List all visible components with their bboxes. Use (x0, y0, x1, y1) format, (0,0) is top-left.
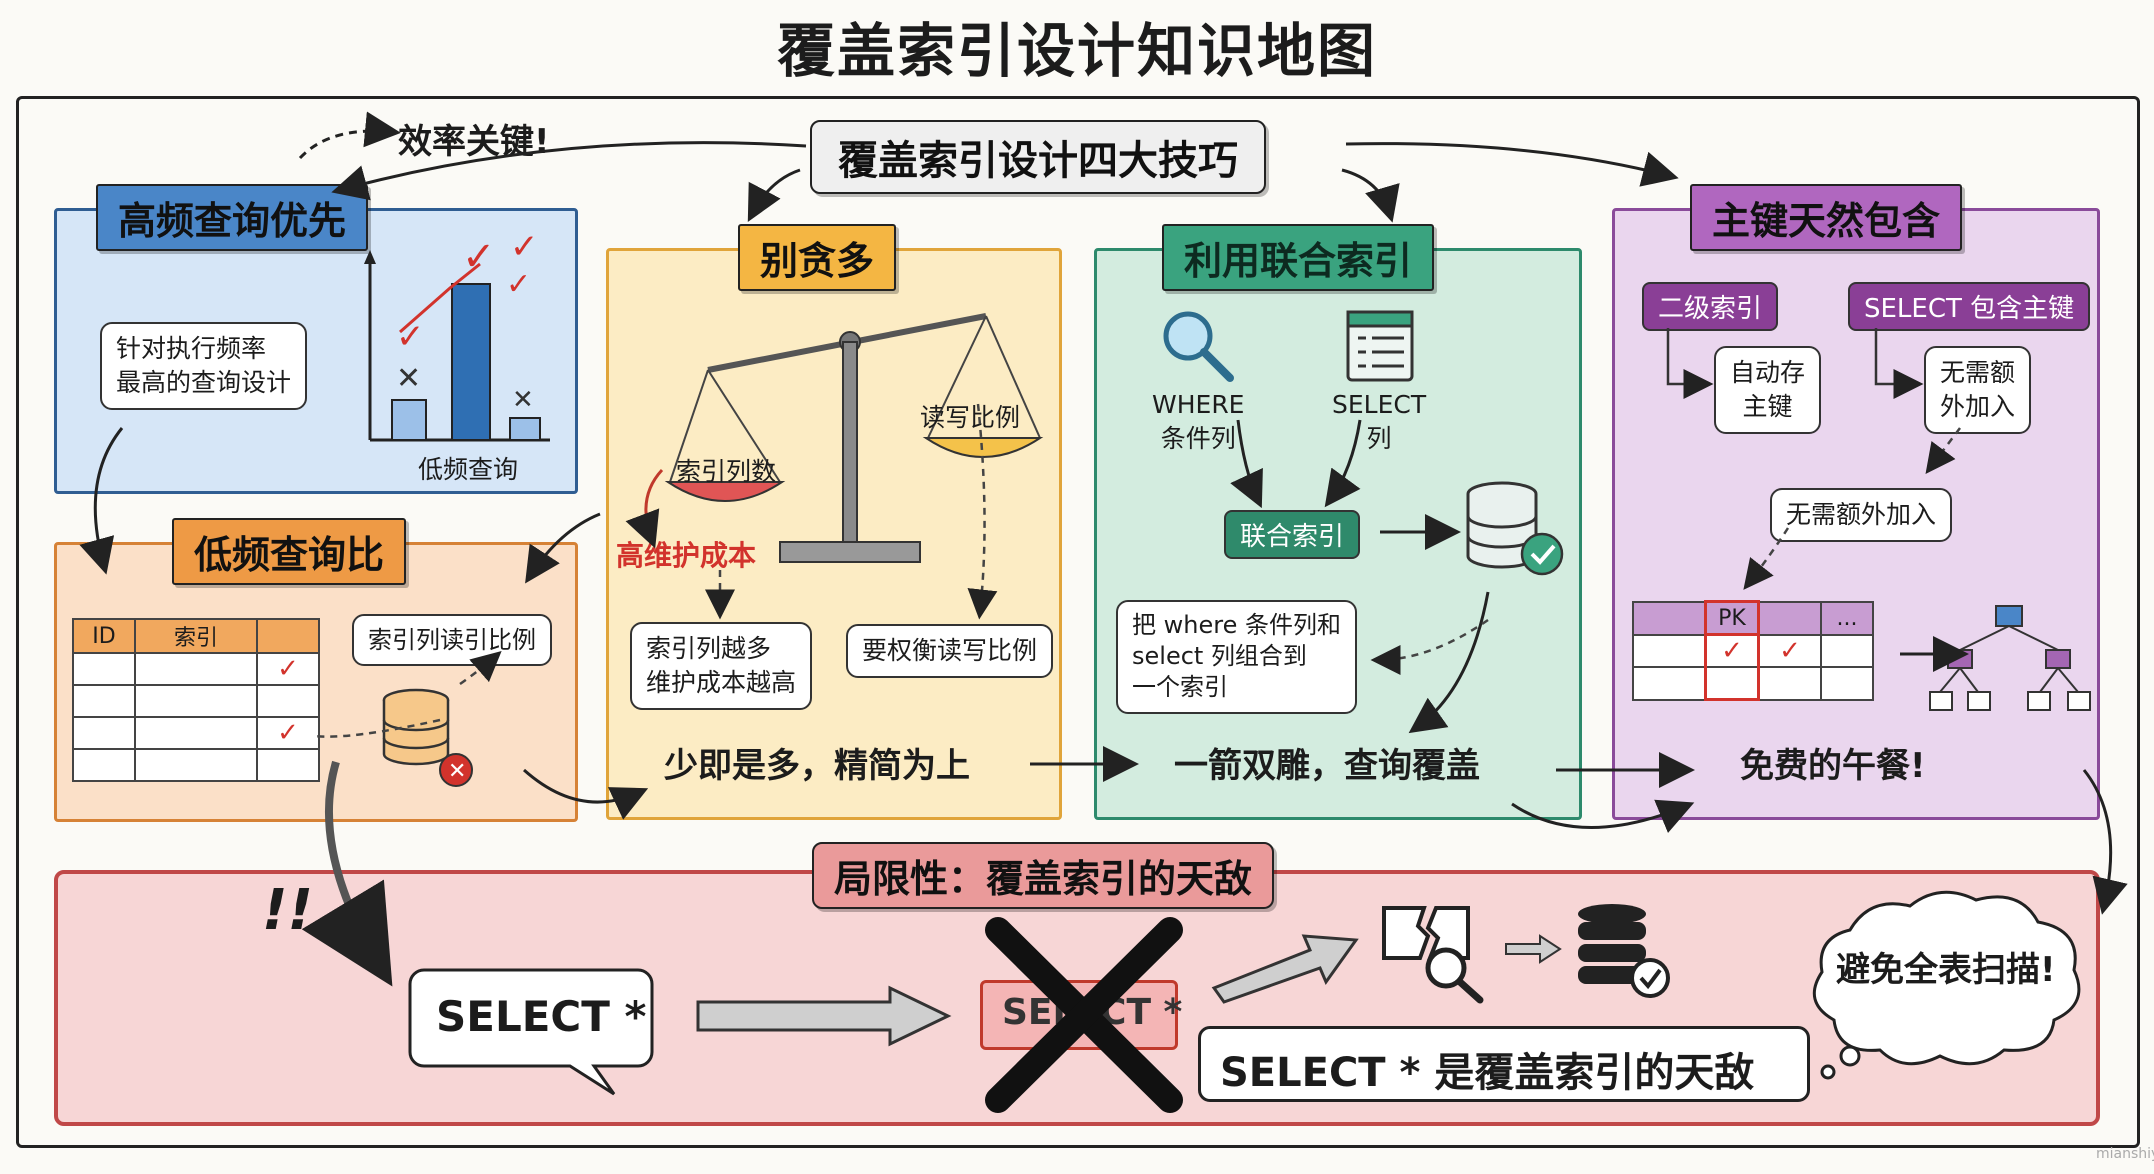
bar-high (451, 283, 491, 441)
no-extra-box-middle: 无需额外加入 (1770, 488, 1953, 542)
auto-store-pk-box: 自动存 主键 (1714, 346, 1822, 434)
big-arrow (696, 985, 952, 1047)
tag-primary-key: 主键天然包含 (1690, 184, 1963, 251)
central-tag: 覆盖索引设计四大技巧 (810, 120, 1266, 194)
table-header: ID (72, 618, 136, 654)
table-header (1757, 600, 1822, 636)
cross-icon: ✕ (512, 385, 534, 415)
primary-key-slogan: 免费的午餐! (1740, 746, 1926, 786)
table-header: 索引 (134, 618, 258, 654)
check-icon: ✓ (510, 227, 539, 267)
list-document-icon (1346, 310, 1414, 382)
bar-low-1 (391, 399, 427, 441)
efficiency-note: 效率关键! (398, 122, 550, 162)
trend-arrow (399, 262, 481, 334)
map-frame (16, 96, 2140, 1148)
tag-high-frequency: 高频查询优先 (96, 184, 369, 251)
table-row (72, 684, 320, 718)
small-arrow-icon (1505, 934, 1562, 964)
table-row: ✓ (72, 716, 320, 750)
ratio-box: 索引列读引比例 (352, 614, 552, 667)
low-freq-table: ID 索引 ✓ ✓ (72, 618, 320, 782)
check-icon: ✓ (1779, 635, 1801, 666)
balance-scale-icon (664, 313, 1044, 563)
select-star-bubble: SELECT * (436, 992, 647, 1041)
tag-limitation: 局限性：覆盖索引的天敌 (812, 842, 1275, 909)
maintenance-cost-label: 高维护成本 (616, 539, 757, 572)
table-header (1632, 600, 1707, 636)
avoid-full-scan-text: 避免全表扫描! (1836, 950, 2056, 990)
database-ok-icon (1578, 904, 1670, 998)
left-pan-label: 索引列数 (676, 457, 777, 486)
check-icon: ✓ (277, 654, 299, 684)
check-icon: ✓ (277, 718, 299, 748)
greedy-slogan: 少即是多，精简为上 (664, 746, 970, 786)
tag-composite-index: 利用联合索引 (1162, 224, 1435, 291)
magnifier-icon (1163, 311, 1234, 382)
tag-dont-be-greedy: 别贪多 (738, 224, 897, 291)
bar-low-2 (509, 417, 541, 441)
watermark: 面试鸭 mianshiya.com (2096, 1146, 2154, 1162)
enemy-text: SELECT * 是覆盖索引的天敌 (1220, 1050, 1755, 1096)
cross-icon: ✕ (396, 361, 421, 396)
table-row: ✓✓ (1632, 633, 1874, 668)
tag-low-frequency: 低频查询比 (172, 518, 407, 585)
table-row (72, 748, 320, 782)
select-label: SELECT 列 (1332, 390, 1427, 453)
high-frequency-box: 针对执行频率 最高的查询设计 (100, 322, 308, 410)
chart-y-arrow (364, 250, 376, 264)
table-header (256, 618, 320, 654)
check-icon: ✓ (1721, 636, 1743, 666)
speech-bubble-shape (408, 968, 654, 1096)
page-title: 覆盖索引设计知识地图 (776, 17, 1377, 85)
database-check-icon (1466, 481, 1564, 576)
enemy-box (1198, 1026, 1810, 1102)
right-pan-label: 读写比例 (920, 403, 1021, 432)
table-row: ✓ (72, 652, 320, 686)
frequency-chart: ✕ ✕ ✓ ✓ ✓ ✓ (364, 227, 550, 442)
low-freq-chart-label: 低频查询 (418, 455, 519, 484)
composite-slogan: 一箭双雕，查询覆盖 (1174, 746, 1480, 786)
column-count-box: 索引列越多 维护成本越高 (630, 622, 813, 710)
diagonal-arrow (1211, 934, 1359, 1004)
btree-icon (1929, 605, 2091, 711)
pk-table: PK ... ✓✓ (1632, 600, 1874, 701)
table-header: ... (1820, 600, 1874, 636)
thought-cloud-shape (1812, 890, 2081, 1080)
select-contains-pk-pill: SELECT 包含主键 (1848, 282, 2091, 331)
table-row (1632, 666, 1874, 701)
no-extra-box-right: 无需额 外加入 (1924, 346, 2032, 434)
exclamation-mark: !! (262, 878, 314, 943)
svg-text:✕: ✕ (448, 759, 466, 784)
read-write-box: 要权衡读写比例 (846, 624, 1054, 678)
broken-file-search-icon (1382, 906, 1484, 1004)
big-cross-icon (985, 917, 1183, 1113)
database-error-icon: ✕ (382, 688, 473, 787)
check-icon: ✓ (506, 267, 531, 302)
pk-header: PK (1704, 600, 1760, 636)
composite-index-pill: 联合索引 (1224, 510, 1361, 559)
where-label: WHERE 条件列 (1152, 390, 1245, 453)
secondary-index-pill: 二级索引 (1642, 282, 1779, 331)
composite-description-box: 把 where 条件列和 select 列组合到 一个索引 (1116, 600, 1357, 714)
